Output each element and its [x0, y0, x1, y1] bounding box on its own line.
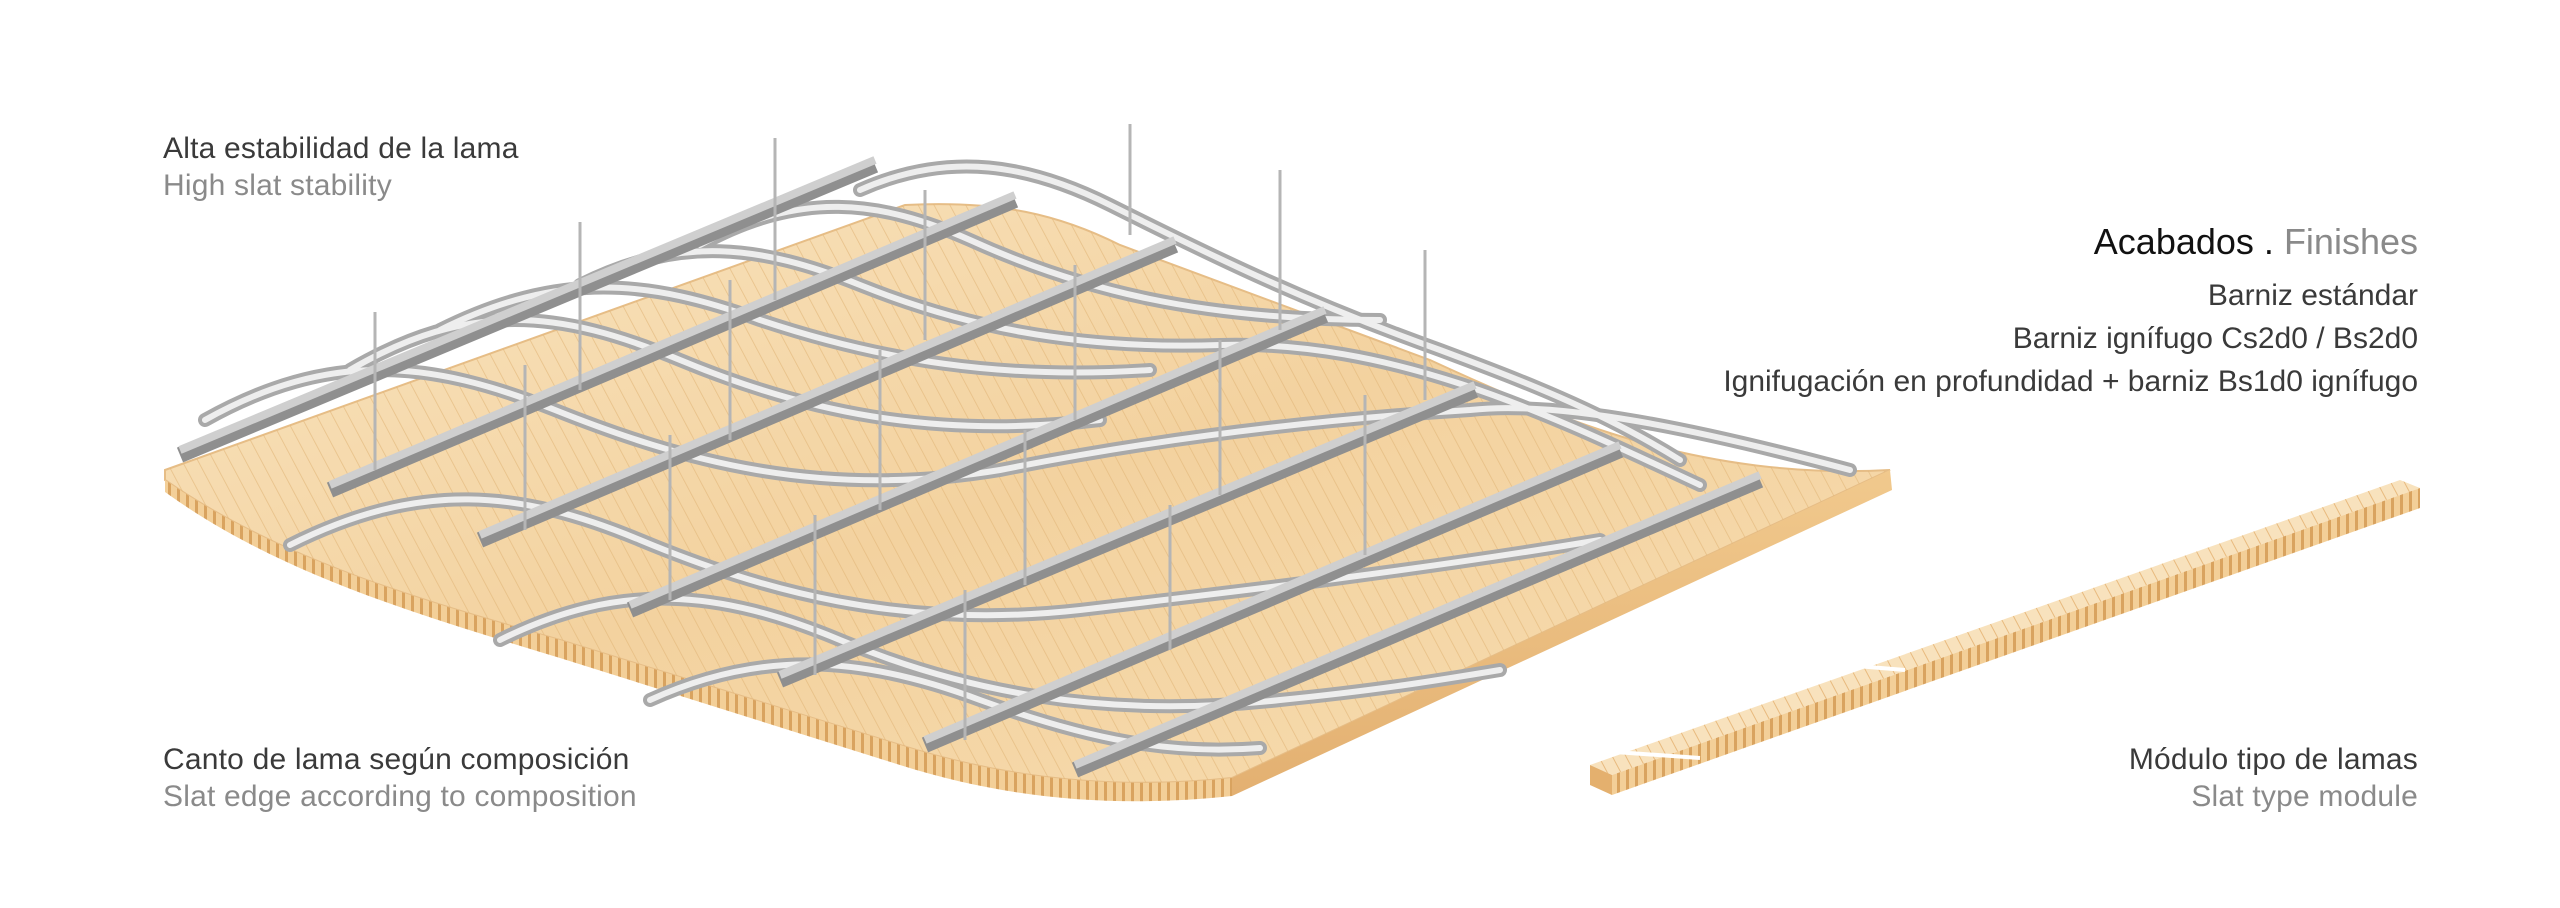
- curved-rails: [198, 159, 1857, 757]
- label-slat-stability: Alta estabilidad de la lama High slat st…: [163, 130, 519, 204]
- label-slat-stability-en: High slat stability: [163, 169, 392, 202]
- finishes-block: Acabados . Finishes Barniz estándar Barn…: [1723, 218, 2418, 403]
- slat-surface: [164, 203, 1891, 784]
- finishes-title-es: Acabados: [2093, 221, 2254, 262]
- finish-item: Barniz estándar: [2207, 279, 2418, 312]
- slat-edge: [165, 470, 1892, 802]
- slat-module: [1590, 480, 2420, 795]
- label-slat-edge: Canto de lama según composición Slat edg…: [163, 741, 637, 815]
- main-rails: [176, 156, 1764, 778]
- label-slat-module: Módulo tipo de lamas Slat type module: [2129, 741, 2418, 815]
- label-slat-edge-es: Canto de lama según composición: [163, 743, 630, 776]
- label-slat-edge-en: Slat edge according to composition: [163, 780, 637, 813]
- finishes-title-separator: .: [2253, 221, 2284, 262]
- finishes-title-en: Finishes: [2283, 221, 2418, 262]
- label-slat-stability-es: Alta estabilidad de la lama: [163, 132, 519, 165]
- finishes-title: Acabados . Finishes: [1723, 218, 2418, 266]
- hanging-rods: [373, 124, 1427, 740]
- finish-item: Ignifugación en profundidad + barniz Bs1…: [1723, 365, 2418, 398]
- label-slat-module-es: Módulo tipo de lamas: [2128, 743, 2418, 776]
- label-slat-module-en: Slat type module: [2191, 780, 2418, 813]
- finish-item: Barniz ignífugo Cs2d0 / Bs2d0: [2012, 322, 2418, 355]
